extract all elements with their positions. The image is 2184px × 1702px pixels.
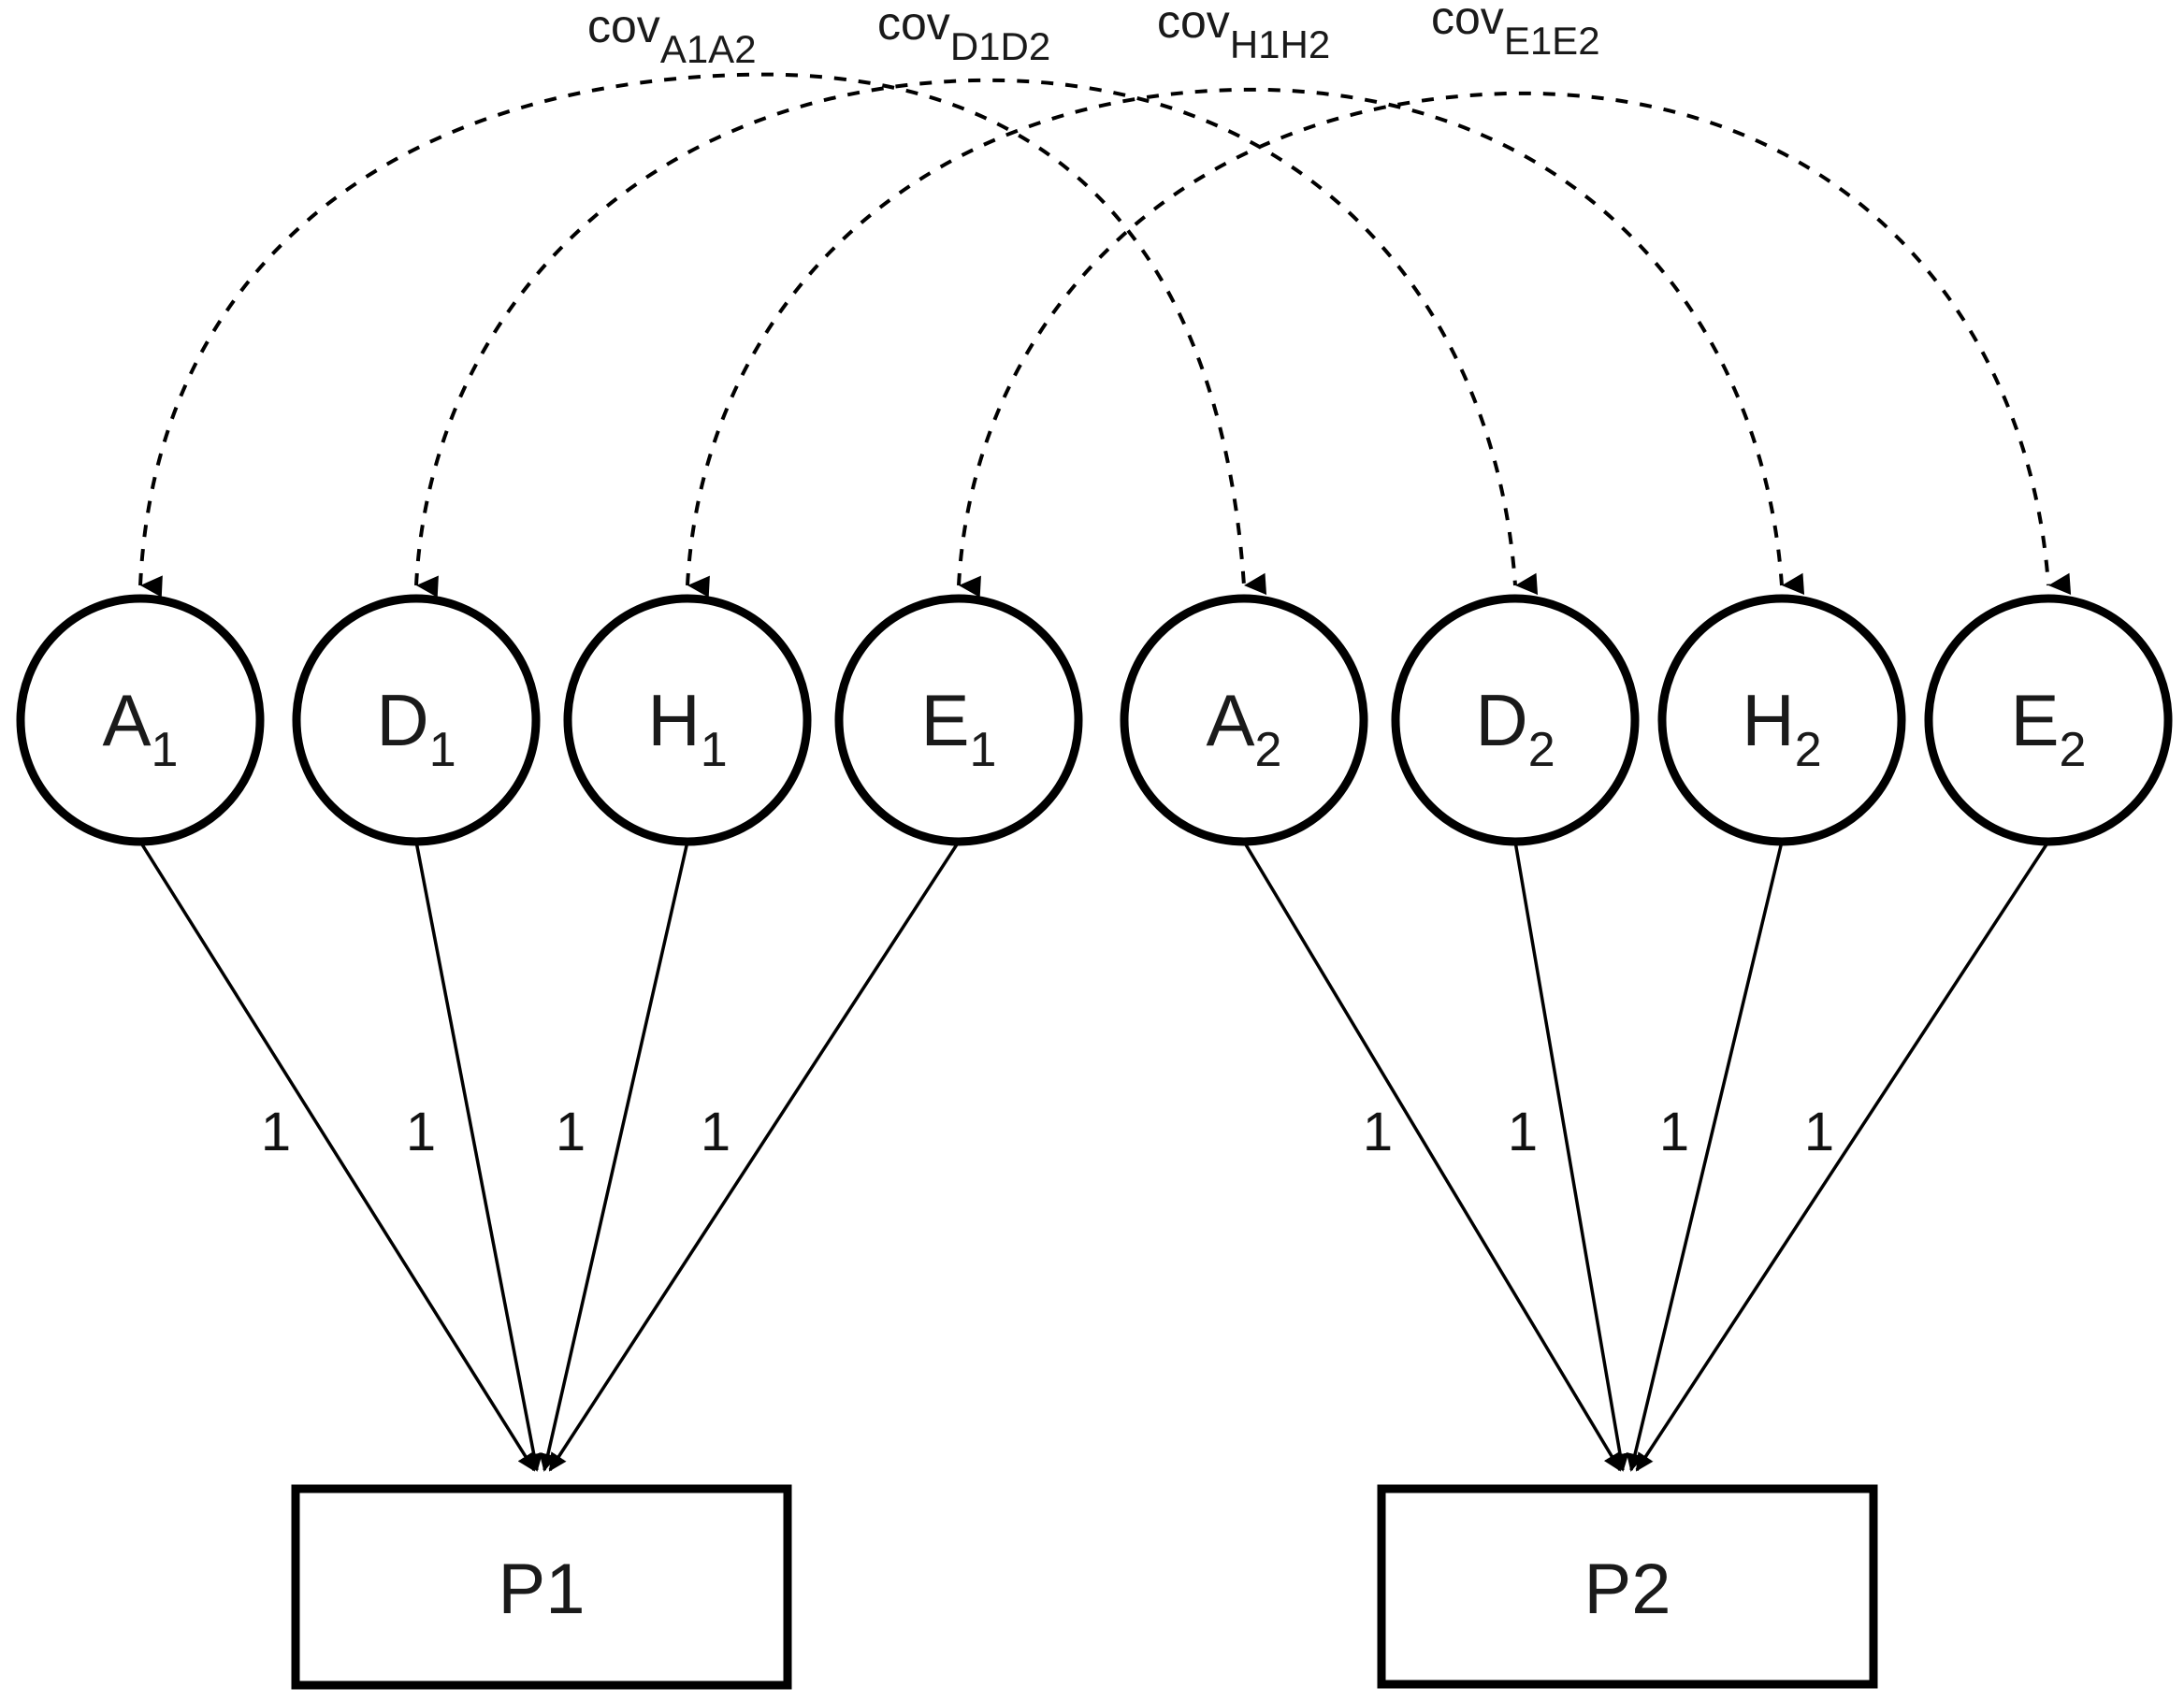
cov-label-d1d2-base: cov: [877, 0, 950, 50]
node-e2-label: E2: [2011, 679, 2087, 777]
loading-path-a1: [138, 841, 536, 1472]
node-d1-shape[interactable]: [292, 594, 541, 846]
node-e1-base: E: [921, 679, 970, 761]
loading-path-a2: [1242, 841, 1622, 1472]
loading-label-e2: 1: [1804, 1102, 1834, 1162]
loading-label-a1: 1: [261, 1102, 291, 1162]
node-d2-shape[interactable]: [1391, 594, 1640, 846]
loading-label-a2: 1: [1363, 1102, 1393, 1162]
cov-label-h1h2-subscript: H1H2: [1230, 22, 1330, 66]
node-h1-subscript: 1: [701, 723, 728, 777]
node-a1-subscript: 1: [152, 723, 179, 777]
node-h1-shape[interactable]: [563, 594, 812, 846]
loading-label-group: 1 1 1 1 1 1 1 1: [261, 1102, 1834, 1162]
covariance-label-group: covA1A2 covD1D2 covH1H2 covE1E2: [587, 0, 1600, 71]
loading-path-d1: [414, 841, 543, 1472]
loading-path-d2: [1513, 841, 1629, 1472]
loading-label-d1: 1: [406, 1102, 436, 1162]
node-a2-subscript: 2: [1255, 723, 1282, 777]
latent-node-group: A1 D1 H1 E1 A2 D2 H2: [16, 594, 2173, 846]
node-e1-shape[interactable]: [834, 594, 1083, 846]
node-a2-base: A: [1207, 679, 1255, 761]
loading-path-e2: [1635, 841, 2050, 1472]
cov-label-e1e2: covE1E2: [1431, 0, 1600, 63]
box-p1-label: P1: [499, 1550, 586, 1629]
node-h2-label: H2: [1742, 679, 1821, 777]
cov-label-h1h2: covH1H2: [1157, 0, 1330, 66]
node-a1-label: A1: [103, 679, 179, 777]
node-e2-shape[interactable]: [1924, 594, 2173, 846]
node-e1-subscript: 1: [970, 723, 997, 777]
node-d2-base: D: [1475, 679, 1527, 761]
node-h1-label: H1: [647, 679, 727, 777]
node-d1-label: D1: [376, 679, 456, 777]
node-d2-subscript: 2: [1528, 723, 1555, 777]
node-d1-subscript: 1: [429, 723, 456, 777]
node-e2-subscript: 2: [2060, 723, 2087, 777]
loading-path-h1: [539, 841, 689, 1472]
loading-path-e1: [548, 841, 961, 1472]
loading-label-d2: 1: [1508, 1102, 1538, 1162]
node-h2-base: H: [1742, 679, 1794, 761]
loading-path-h2: [1626, 841, 1784, 1472]
node-a2-shape[interactable]: [1120, 594, 1368, 846]
cov-arc-e1e2: [957, 91, 2072, 598]
cov-arc-d1d2: [414, 78, 1539, 598]
loading-label-e1: 1: [701, 1102, 730, 1162]
cov-label-e1e2-base: cov: [1431, 0, 1504, 44]
observed-box-group: P1 P2: [291, 1484, 1878, 1690]
covariance-arc-group: [138, 72, 2072, 598]
loading-label-h1: 1: [556, 1102, 586, 1162]
node-h2-shape[interactable]: [1657, 594, 1906, 846]
loading-label-h2: 1: [1659, 1102, 1689, 1162]
node-h1-base: H: [647, 679, 700, 761]
node-h2-subscript: 2: [1795, 723, 1822, 777]
loading-path-group: [138, 841, 2050, 1472]
cov-label-a1a2-subscript: A1A2: [660, 27, 757, 71]
node-a1-shape[interactable]: [16, 594, 265, 846]
cov-label-e1e2-subscript: E1E2: [1504, 19, 1600, 63]
cov-label-a1a2: covA1A2: [587, 0, 757, 71]
cov-label-h1h2-base: cov: [1157, 0, 1230, 48]
cov-label-a1a2-base: cov: [587, 0, 660, 52]
node-e1-label: E1: [921, 679, 997, 777]
node-a2-label: A2: [1207, 679, 1282, 777]
node-e2-base: E: [2011, 679, 2060, 761]
box-p2-label: P2: [1584, 1550, 1671, 1629]
box-p1-shape[interactable]: [291, 1484, 792, 1690]
node-a1-base: A: [103, 679, 152, 761]
cov-arc-a1a2: [138, 72, 1267, 598]
cov-label-d1d2: covD1D2: [877, 0, 1050, 68]
node-d2-label: D2: [1475, 679, 1555, 777]
node-d1-base: D: [376, 679, 428, 761]
cov-arc-h1h2: [686, 87, 1805, 598]
box-p2-shape[interactable]: [1377, 1484, 1878, 1689]
cov-label-d1d2-subscript: D1D2: [950, 24, 1050, 68]
